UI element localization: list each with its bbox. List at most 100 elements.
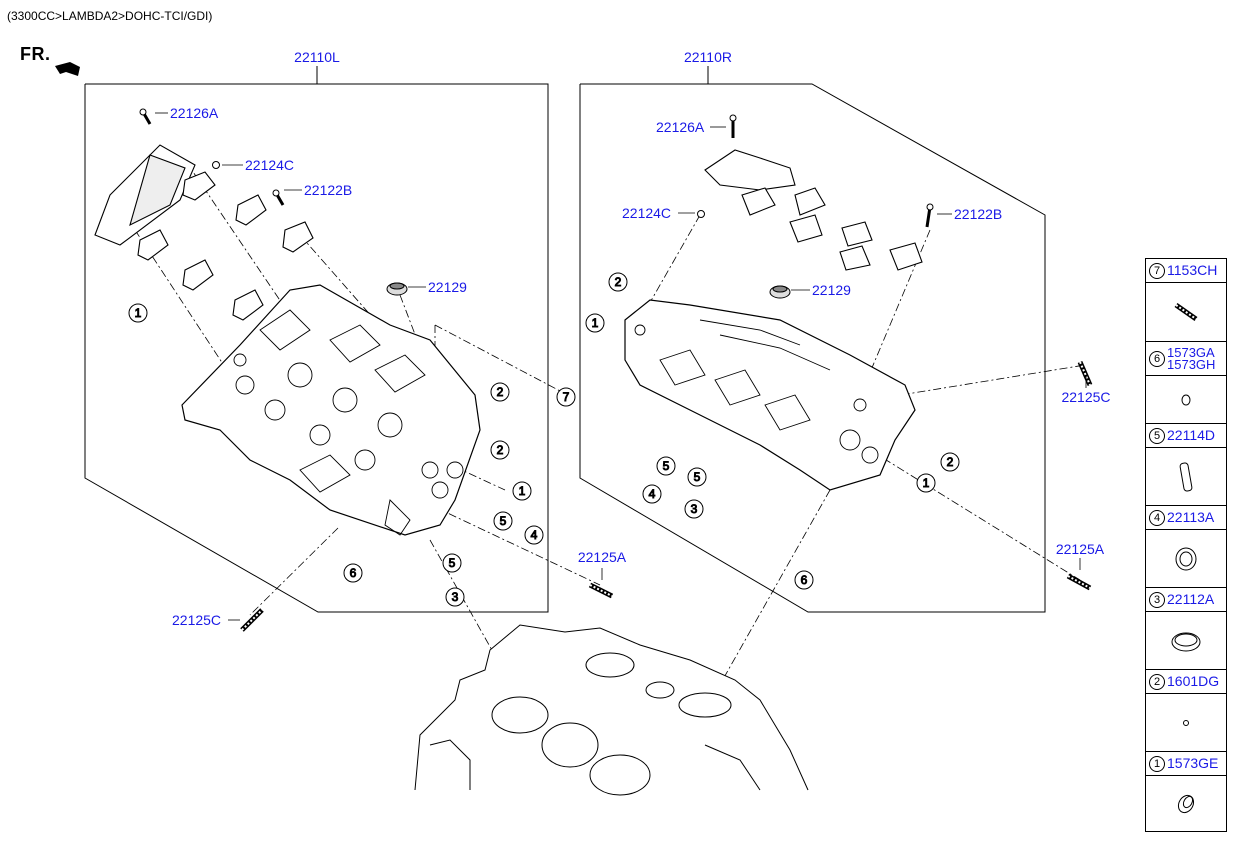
legend-item-7[interactable]: 7 1153CH <box>1146 259 1226 341</box>
small-plug-icon <box>1146 694 1226 752</box>
legend-code[interactable]: 22112A <box>1167 591 1215 607</box>
callout-5-right-a: 5 <box>656 456 676 476</box>
svg-text:3: 3 <box>452 590 459 604</box>
left-bolt-22122b-icon <box>272 189 285 206</box>
callout-1-right-b: 1 <box>916 473 936 493</box>
left-stud-22125a-label[interactable]: 22125A <box>578 549 627 565</box>
callout-2-right-b: 2 <box>940 452 960 472</box>
svg-text:1: 1 <box>135 306 142 320</box>
front-indicator: FR. <box>20 44 51 65</box>
legend-code[interactable]: 1601DG <box>1167 673 1220 689</box>
callouts: 1 2 2 7 1 5 4 6 5 3 2 1 5 5 4 3 2 1 6 <box>128 272 960 607</box>
callout-4-right: 4 <box>642 484 662 504</box>
legend-code[interactable]: 1153CH <box>1167 262 1218 278</box>
right-bolt-22126a-label[interactable]: 22126A <box>656 119 705 135</box>
left-assembly-label[interactable]: 22110L <box>294 49 340 65</box>
svg-text:3: 3 <box>691 502 698 516</box>
left-bolt-22126a-icon <box>139 108 152 125</box>
left-bolt-22126a-label[interactable]: 22126A <box>170 105 219 121</box>
svg-text:2: 2 <box>497 385 504 399</box>
legend-code[interactable]: 1573GA <box>1167 344 1215 360</box>
legend-number: 4 <box>1149 509 1165 526</box>
svg-text:1: 1 <box>923 476 930 490</box>
right-camshaft-caps <box>704 149 923 271</box>
front-arrow-icon <box>55 62 80 76</box>
parts-legend: 7 1153CH 6 1573GA 1573GH 5 22114D <box>1145 258 1227 832</box>
left-camshaft-caps <box>94 144 314 321</box>
svg-text:2: 2 <box>497 443 504 457</box>
right-plug-22129-icon <box>769 285 791 299</box>
callout-6-right: 6 <box>794 570 814 590</box>
callout-6-left: 6 <box>343 563 363 583</box>
right-stud-22125c-icon <box>1077 361 1093 386</box>
callout-1-left-b: 1 <box>512 481 532 501</box>
right-assembly-box <box>579 66 1046 613</box>
svg-text:5: 5 <box>500 514 507 528</box>
legend-item-2[interactable]: 2 1601DG <box>1146 669 1226 752</box>
right-bolt-22126a-icon <box>729 114 737 138</box>
callout-5-right-b: 5 <box>687 467 707 487</box>
svg-text:5: 5 <box>694 470 701 484</box>
callout-3-left: 3 <box>445 587 465 607</box>
legend-item-1[interactable]: 1 1573GE <box>1146 751 1226 832</box>
svg-text:6: 6 <box>350 566 357 580</box>
callout-7-left: 7 <box>556 387 576 407</box>
left-assembly-box <box>84 66 549 613</box>
legend-number: 3 <box>1149 591 1165 608</box>
svg-text:5: 5 <box>663 459 670 473</box>
left-stud-22125a-icon <box>588 582 614 599</box>
dowel-sleeve-icon <box>1146 776 1226 832</box>
right-stud-22125a-label[interactable]: 22125A <box>1056 541 1105 557</box>
legend-item-6[interactable]: 6 1573GA 1573GH <box>1146 341 1226 424</box>
engine-path: (3300CC>LAMBDA2>DOHC-TCI/GDI) <box>7 9 213 23</box>
right-assembly-label[interactable]: 22110R <box>684 49 732 65</box>
left-cap-22124c-icon <box>212 161 220 169</box>
valve-guide-icon <box>1146 448 1226 506</box>
legend-item-3[interactable]: 3 22112A <box>1146 587 1226 670</box>
exploded-diagram: 22110L 22110R <box>55 49 1111 796</box>
legend-number: 6 <box>1149 350 1165 367</box>
left-bolt-22122b-label[interactable]: 22122B <box>304 182 352 198</box>
legend-code[interactable]: 1573GH <box>1167 356 1216 372</box>
callout-2-left-b: 2 <box>490 440 510 460</box>
svg-text:5: 5 <box>449 556 456 570</box>
right-cap-22124c-label[interactable]: 22124C <box>622 205 671 221</box>
legend-code[interactable]: 22114D <box>1167 427 1216 443</box>
dowel-pin-icon <box>1146 376 1226 424</box>
right-bolt-22122b-label[interactable]: 22122B <box>954 206 1002 222</box>
right-stud-22125a-icon <box>1066 573 1092 591</box>
callout-3-right: 3 <box>684 499 704 519</box>
legend-number: 2 <box>1149 673 1165 690</box>
left-stud-22125c-label[interactable]: 22125C <box>172 612 221 628</box>
callout-5-left-b: 5 <box>442 553 462 573</box>
svg-text:1: 1 <box>592 316 599 330</box>
engine-block <box>414 624 809 796</box>
legend-number: 1 <box>1149 755 1165 772</box>
svg-text:7: 7 <box>563 390 570 404</box>
svg-text:1: 1 <box>519 484 526 498</box>
callout-1-right-a: 1 <box>585 313 605 333</box>
left-plug-22129-icon <box>386 282 408 296</box>
svg-text:4: 4 <box>649 487 656 501</box>
callout-1-left-a: 1 <box>128 303 148 323</box>
callout-2-right-a: 2 <box>608 272 628 292</box>
right-cap-22124c-icon <box>697 210 705 218</box>
right-stud-22125c-label[interactable]: 22125C <box>1061 389 1110 405</box>
legend-number: 7 <box>1149 262 1165 279</box>
legend-number: 5 <box>1149 427 1165 444</box>
callout-4-left: 4 <box>524 525 544 545</box>
left-cap-22124c-label[interactable]: 22124C <box>245 157 294 173</box>
svg-text:6: 6 <box>801 573 808 587</box>
svg-text:2: 2 <box>615 275 622 289</box>
callout-5-left-a: 5 <box>493 511 513 531</box>
right-plug-22129-label[interactable]: 22129 <box>812 282 851 298</box>
left-plug-22129-label[interactable]: 22129 <box>428 279 467 295</box>
legend-item-5[interactable]: 5 22114D <box>1146 423 1226 506</box>
stud-icon <box>1146 283 1226 341</box>
legend-item-4[interactable]: 4 22113A <box>1146 505 1226 588</box>
right-bolt-22122b-icon <box>925 203 934 228</box>
legend-code[interactable]: 1573GE <box>1167 755 1219 771</box>
front-label: FR. <box>20 44 51 64</box>
svg-text:4: 4 <box>531 528 538 542</box>
legend-code[interactable]: 22113A <box>1167 509 1215 525</box>
